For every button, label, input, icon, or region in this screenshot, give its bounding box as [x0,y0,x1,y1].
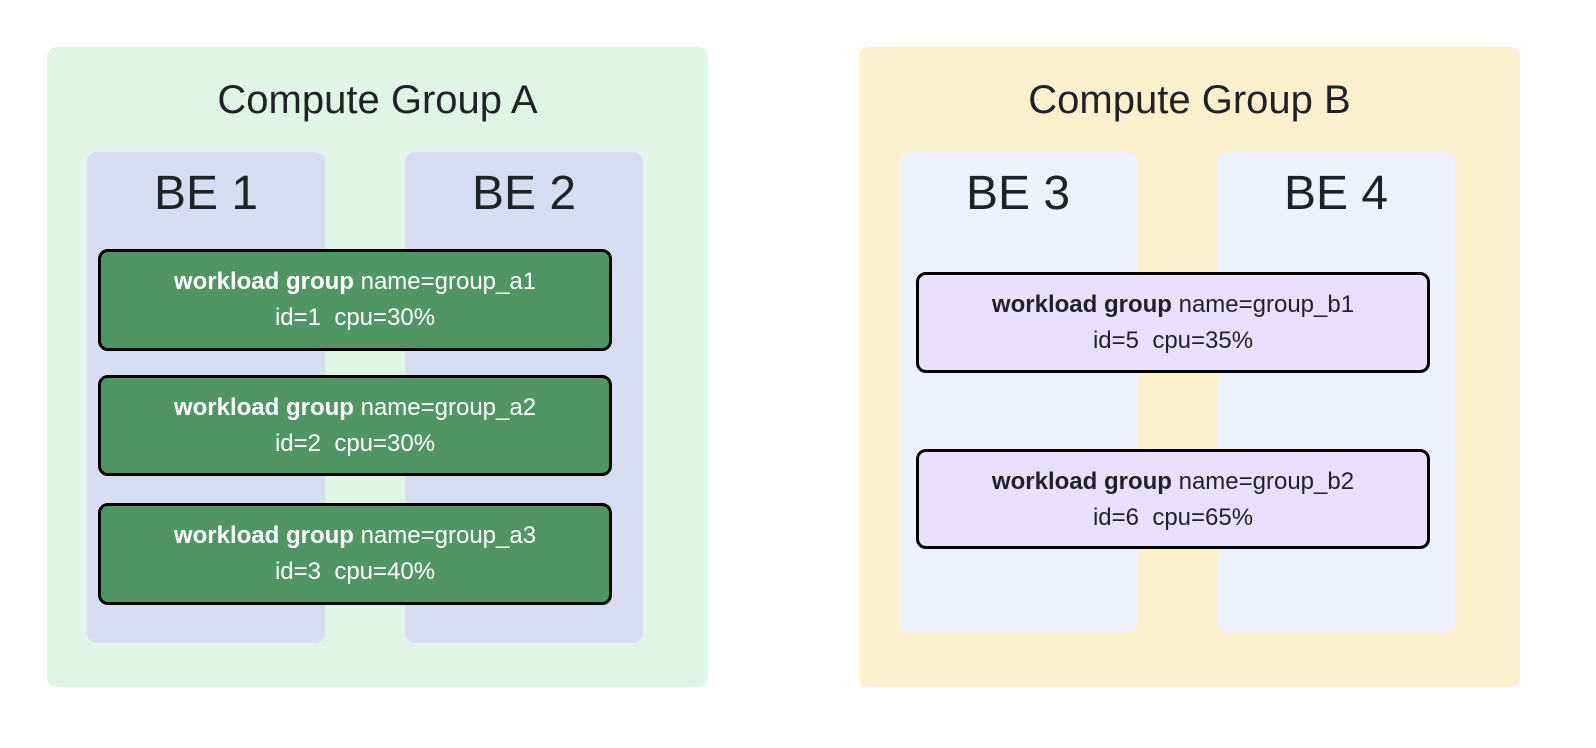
wg-label: workload group [173,522,354,549]
backend-be3 [899,152,1137,633]
wg-name: name=group_a2 [360,394,537,421]
wg-name: name=group_b1 [1178,291,1355,318]
wg-details: id=2 cpu=30% [274,430,436,457]
wg-name: name=group_a3 [360,522,537,549]
wg-label: workload group [991,291,1172,318]
wg-label: workload group [991,468,1172,495]
wg-name: name=group_a1 [360,268,537,295]
wg-details: id=6 cpu=65% [1092,504,1254,531]
compute-group-a-title: Compute Group A [217,78,538,122]
compute-group-b-title: Compute Group B [1028,78,1351,122]
wg-name: name=group_b2 [1178,468,1355,495]
wg-label: workload group [173,394,354,421]
be4-label: BE 4 [1283,167,1389,220]
be1-label: BE 1 [153,167,259,220]
wg-label: workload group [173,268,354,295]
wg-details: id=5 cpu=35% [1092,327,1254,354]
workload-group-a2: workload group name=group_a2 id=2 cpu=30… [98,375,612,476]
backend-be4 [1217,152,1455,633]
be2-label: BE 2 [471,167,577,220]
wg-details: id=3 cpu=40% [274,558,436,585]
workload-group-a1: workload group name=group_a1 id=1 cpu=30… [98,249,612,351]
workload-group-b2: workload group name=group_b2 id=6 cpu=65… [916,449,1430,549]
wg-details: id=1 cpu=30% [274,304,436,331]
workload-group-a3: workload group name=group_a3 id=3 cpu=40… [98,503,612,605]
workload-group-b1: workload group name=group_b1 id=5 cpu=35… [916,272,1430,373]
be3-label: BE 3 [965,167,1071,220]
